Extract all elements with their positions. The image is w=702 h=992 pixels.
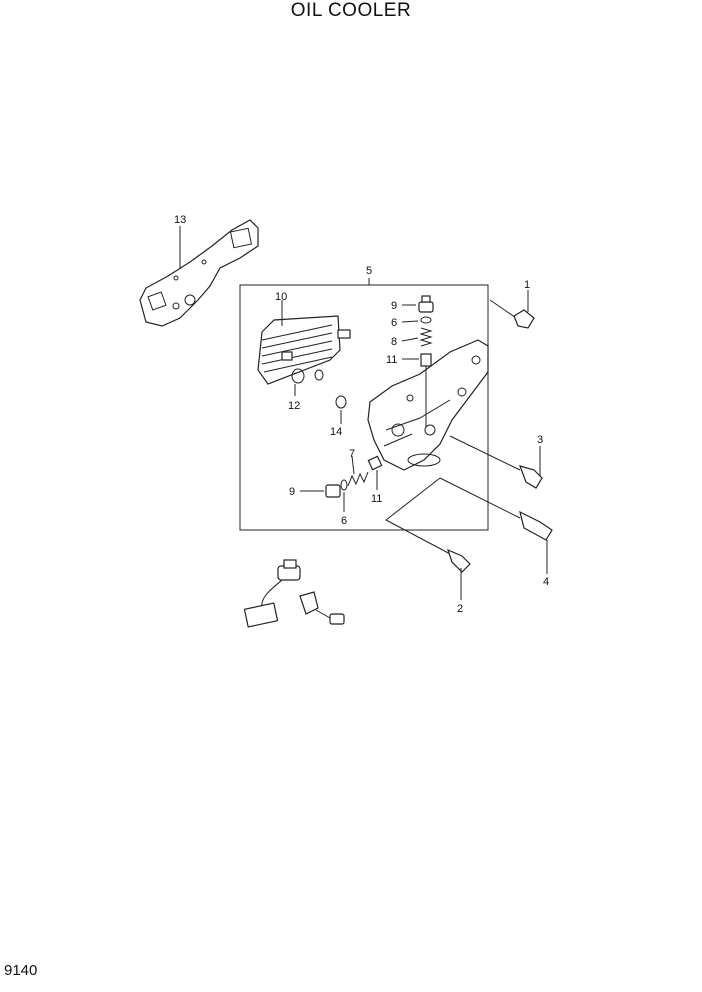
callout-6-upper: 6 (391, 317, 397, 329)
callout-9-upper: 9 (391, 300, 397, 312)
upper-valve-part-11 (420, 353, 432, 367)
lower-spring-part-7 (347, 471, 369, 487)
oil-cooler-housing (367, 339, 489, 471)
o-ring-part-14 (335, 395, 347, 409)
callout-3: 3 (537, 434, 543, 446)
lower-valve-part-11 (367, 455, 383, 471)
callout-8: 8 (391, 336, 397, 348)
bolt-part-3 (449, 435, 543, 489)
callout-10: 10 (275, 291, 287, 303)
callout-1: 1 (524, 279, 530, 291)
o-ring-part-12 (291, 368, 324, 384)
lower-washer-part-6 (340, 479, 348, 491)
callout-6-lower: 6 (341, 515, 347, 527)
assembly-frame-5 (239, 278, 489, 531)
page-title: OIL COOLER (290, 0, 412, 21)
gasket-part-13 (139, 219, 259, 327)
upper-washer-part-6 (420, 316, 432, 324)
callout-5: 5 (366, 265, 372, 277)
callout-4: 4 (543, 576, 549, 588)
callout-13: 13 (174, 214, 186, 226)
callout-2: 2 (457, 603, 463, 615)
callout-9-lower: 9 (289, 486, 295, 498)
oil-pressure-switch (243, 559, 345, 628)
oil-cooler-core-part-10 (257, 315, 351, 385)
bolt-part-2 (385, 477, 471, 573)
bolt-part-4 (439, 477, 553, 541)
callout-12: 12 (288, 400, 300, 412)
page-number: 9140 (4, 962, 38, 979)
callout-7: 7 (349, 448, 355, 460)
upper-spring-part-8 (419, 327, 433, 347)
lower-plug-part-9 (325, 484, 341, 498)
callout-14: 14 (330, 426, 342, 438)
callout-11-upper: 11 (386, 354, 397, 366)
bolt-part-1 (489, 299, 535, 329)
upper-plug-part-9 (418, 295, 434, 313)
callout-11-lower: 11 (371, 493, 382, 505)
